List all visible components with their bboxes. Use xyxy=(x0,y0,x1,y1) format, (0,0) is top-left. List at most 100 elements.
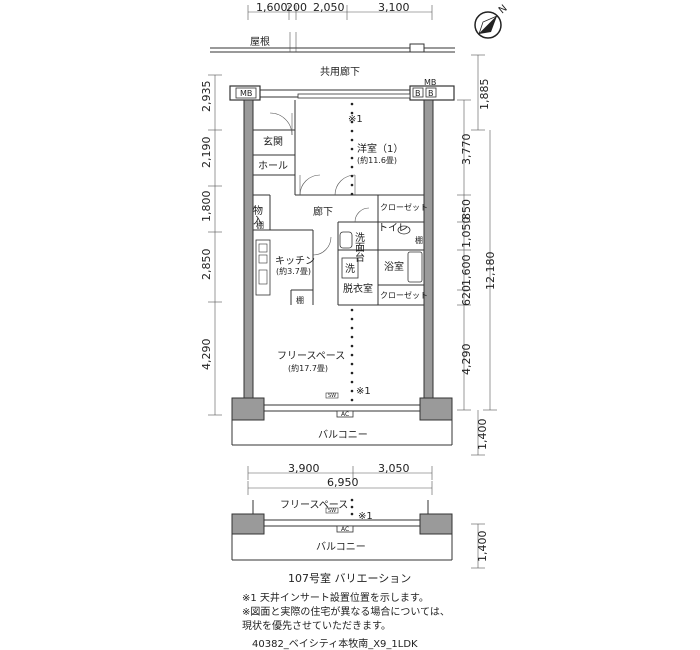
north-compass-icon: N xyxy=(474,3,510,39)
insert-dot xyxy=(350,362,354,366)
entrance-label: 玄関 xyxy=(263,135,283,148)
washbasin-label: 洗面台 xyxy=(353,232,365,263)
variation-sw-label: SW xyxy=(328,508,336,514)
dim-right-8: 4,290 xyxy=(460,344,473,376)
insert-dot xyxy=(350,129,354,133)
dim-right-6: 620 xyxy=(460,285,473,306)
fixtures xyxy=(255,225,423,296)
meter-boxes: MB MB B B xyxy=(235,78,437,99)
hall-label: ホール xyxy=(258,160,288,172)
dim-left-3: 1,800 xyxy=(200,191,213,223)
insert-dot xyxy=(350,165,354,169)
ac-label: AC xyxy=(341,411,349,418)
dim-left-5: 4,290 xyxy=(200,339,213,371)
insert-dot xyxy=(350,512,354,516)
walls xyxy=(229,85,455,446)
switch-box xyxy=(325,392,339,399)
note-mark-top: ※1 xyxy=(348,114,363,125)
insert-dot xyxy=(350,102,354,106)
bottom-dimension-line: 3,900 3,050 6,950 xyxy=(247,462,433,495)
insert-dot xyxy=(350,174,354,178)
insert-dot xyxy=(350,380,354,384)
insert-dot xyxy=(350,335,354,339)
insert-dot xyxy=(350,353,354,357)
variation-ac-label: AC xyxy=(341,526,349,533)
western-room-label: 洋室（1） xyxy=(357,142,403,155)
dim-left-1: 2,935 xyxy=(200,81,213,113)
compass-letter: N xyxy=(497,3,510,16)
top-dimension-line: 1,600 200 2,050 3,100 xyxy=(247,1,433,20)
insert-dot xyxy=(350,156,354,160)
dim-top-2: 200 xyxy=(286,1,307,14)
insert-dot xyxy=(350,344,354,348)
dim-right-1: 1,885 xyxy=(478,79,491,111)
insert-dot xyxy=(350,326,354,330)
storage-label: 物入 xyxy=(251,204,263,225)
variation-dim-right: 1,400 xyxy=(476,531,489,563)
dim-top-3: 2,050 xyxy=(313,1,345,14)
insert-dot xyxy=(350,389,354,393)
bathroom-label: 浴室 xyxy=(384,260,404,273)
insert-dot xyxy=(350,111,354,115)
shelf-2-label: 棚 xyxy=(256,220,264,230)
insert-dot xyxy=(350,138,354,142)
dim-left-2: 2,190 xyxy=(200,137,213,169)
insert-dot xyxy=(350,505,354,509)
dim-right-4: 850 xyxy=(460,199,473,220)
dim-right-9: 1,400 xyxy=(476,419,489,451)
mb-right-label: MB xyxy=(424,78,436,87)
shelf-1-label: 棚 xyxy=(415,235,423,245)
dim-top-1: 1,600 xyxy=(256,1,288,14)
insert-dot xyxy=(350,183,354,187)
insert-dot xyxy=(350,498,354,502)
variation-free-space-label: フリースペース xyxy=(280,500,348,511)
dim-bottom-1: 3,900 xyxy=(288,462,320,475)
sw-label: SW xyxy=(328,393,336,399)
dim-right-5: 1,600 xyxy=(460,255,473,287)
dim-right-3: 1,050 xyxy=(460,217,473,249)
insert-dot xyxy=(350,147,354,151)
note-line-2: ※図面と実際の住宅が異なる場合については、 xyxy=(242,605,450,618)
washer-label: 洗 xyxy=(345,263,355,275)
insert-dot xyxy=(350,308,354,312)
insert-dot xyxy=(350,192,354,196)
hallway-label: 廊下 xyxy=(313,205,333,218)
shelf-3-label: 棚 xyxy=(296,295,304,305)
dim-right-2: 3,770 xyxy=(460,134,473,166)
balcony-label: バルコニー xyxy=(318,429,368,441)
note-line-3: 現状を優先させていただきます。 xyxy=(242,619,391,632)
left-dimension-line: 2,935 2,190 1,800 2,850 4,290 xyxy=(200,74,222,416)
dim-top-4: 3,100 xyxy=(378,1,410,14)
kitchen-area: (約3.7畳) xyxy=(276,266,311,276)
dim-bottom-total: 6,950 xyxy=(327,476,359,489)
note-mark-mid: ※1 xyxy=(356,386,371,397)
closet-1-label: クローゼット xyxy=(380,202,428,212)
note-line-1: ※1 天井インサート設置位置を示します。 xyxy=(242,591,429,604)
free-space-area: (約17.7畳) xyxy=(288,363,328,373)
mb-left-label: MB xyxy=(240,89,252,98)
corridor-common-label: 共用廊下 xyxy=(320,65,360,78)
toilet-label: トイレ xyxy=(378,223,408,234)
kitchen-label: キッチン xyxy=(275,255,315,267)
insert-dot xyxy=(350,317,354,321)
footer-code: 40382_ベイシティ本牧南_X9_1LDK xyxy=(252,637,418,650)
insert-dot xyxy=(350,398,354,402)
ceiling-insert-dots xyxy=(350,102,354,402)
variation-plan: SW AC フリースペース ※1 バルコニー 1,400 xyxy=(231,498,489,569)
dim-left-4: 2,850 xyxy=(200,249,213,281)
dim-right-7: 12,180 xyxy=(484,252,497,291)
variation-balcony-label: バルコニー xyxy=(316,541,366,553)
closet-2-label: クローゼット xyxy=(380,290,428,300)
free-space-label: フリースペース xyxy=(277,351,345,362)
b2-label: B xyxy=(428,89,434,98)
variation-title: 107号室 バリエーション xyxy=(288,571,411,585)
insert-dot xyxy=(350,371,354,375)
roof-label: 屋根 xyxy=(250,35,270,48)
roof: 屋根 xyxy=(210,32,455,53)
western-room-area: (約11.6畳) xyxy=(357,155,397,165)
variation-note-mark: ※1 xyxy=(358,511,373,522)
dressing-room-label: 脱衣室 xyxy=(343,282,373,295)
right-dimension-lines: 1,885 3,770 1,050 850 1,600 620 4,290 12… xyxy=(457,54,497,456)
dim-bottom-2: 3,050 xyxy=(378,462,410,475)
